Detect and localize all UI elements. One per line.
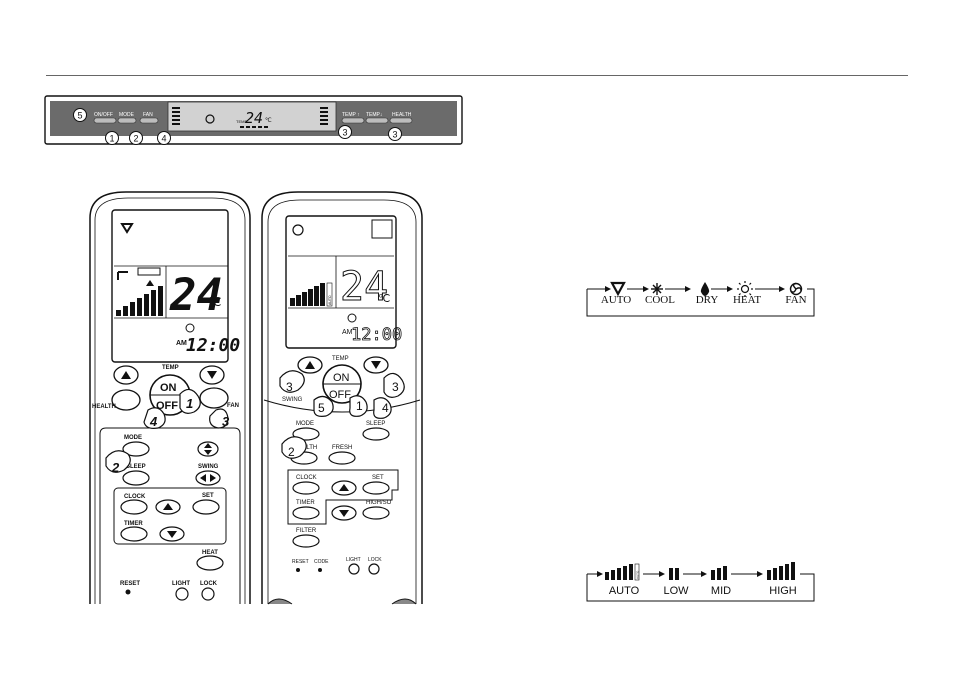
panel-label-health: HEALTH [392, 112, 412, 118]
right-btn-fresh-label: FRESH [332, 445, 352, 451]
right-btn-sleep-label: SLEEP [366, 421, 385, 427]
fan-label-auto: AUTO [608, 585, 640, 597]
right-btn-highso-label: HIGH/SO [366, 500, 392, 506]
left-btn-mode-label: MODE [124, 435, 142, 441]
left-btn-fan-label: FAN [227, 403, 239, 409]
right-btn-reset-label: RESET [292, 559, 309, 565]
mode-auto-icon [610, 281, 626, 297]
fan-label-high: HIGH [769, 585, 797, 597]
mode-dry-icon [700, 282, 710, 296]
left-btn-reset-label: RESET [120, 581, 140, 587]
left-btn-light-label: LIGHT [172, 581, 190, 587]
fan-sequence-diagram: AUTO [586, 562, 815, 602]
right-callout-3a: 3 [286, 380, 293, 394]
panel-label-onoff: ON/OFF [94, 112, 113, 118]
right-callout-2: 2 [288, 445, 295, 459]
indoor-panel: TEMP 24 ℃ ON/OFF MODE FAN TEMP ↑ TEMP↓ H… [44, 95, 463, 145]
fan-label-low: LOW [663, 585, 689, 597]
panel-temp-tag: TEMP [236, 119, 247, 124]
mode-heat-icon [737, 281, 753, 297]
left-callout-2: 2 [111, 460, 120, 475]
right-btn-mode-label: MODE [296, 421, 314, 427]
left-display-clock: 12:00 [186, 335, 240, 356]
mode-sequence-diagram [586, 281, 815, 317]
panel-label-tempup: TEMP ↑ [342, 112, 360, 118]
left-btn-swing-label: SWING [198, 464, 219, 470]
left-btn-set-label: SET [202, 493, 214, 499]
right-display-clock: 12:00 [351, 325, 402, 345]
mode-label-auto: AUTO [600, 294, 632, 306]
panel-callout-2: 2 [133, 134, 138, 144]
panel-display: 24 [245, 109, 263, 127]
left-callout-1: 1 [186, 396, 193, 411]
panel-callout-1: 1 [109, 134, 114, 144]
mode-label-cool: COOL [645, 294, 675, 306]
left-btn-off: OFF [156, 400, 178, 412]
right-callout-3b: 3 [392, 380, 399, 394]
right-btn-set-label: SET [372, 475, 384, 481]
right-display-temp: 24 [340, 264, 388, 310]
panel-callout-5: 5 [77, 111, 82, 121]
remote-left: 24 ℃ AM 12:00 TEMP ON OFF HEALTH FAN MOD… [89, 191, 251, 604]
left-btn-on: ON [160, 382, 177, 394]
fan-auto-tag: AUTO [635, 570, 639, 579]
left-btn-heat-label: HEAT [202, 550, 218, 556]
left-display-am: AM [176, 340, 187, 347]
right-btn-lock-label: LOCK [368, 557, 382, 563]
mode-cool-icon [651, 283, 663, 295]
panel-label-fan: FAN [143, 112, 153, 118]
right-btn-timer-label: TIMER [296, 500, 315, 506]
mode-label-fan: FAN [785, 294, 807, 306]
right-display-unit: ℃ [378, 293, 390, 305]
left-callout-3: 3 [222, 414, 230, 429]
left-btn-lock-label: LOCK [200, 581, 218, 587]
fan-label-mid: MID [710, 585, 732, 597]
right-btn-clock-label: CLOCK [296, 475, 317, 481]
left-display-unit: ℃ [208, 295, 221, 309]
left-display-temp: 24 [169, 270, 223, 321]
right-callout-4: 4 [382, 401, 389, 415]
right-btn-code-label: CODE [314, 559, 329, 565]
right-btn-filter-label: FILTER [296, 528, 317, 534]
panel-label-tempdown: TEMP↓ [366, 112, 382, 118]
header-rule [46, 75, 908, 76]
left-btn-sleep-label: SLEEP [126, 464, 146, 470]
right-callout-5: 5 [318, 401, 325, 415]
right-display-auto-tag: AUTO [328, 295, 332, 305]
remote-right: AUTO 24 ℃ AM 12:00 TEMP ON OFF SWING MOD… [261, 191, 423, 605]
mode-label-dry: DRY [695, 294, 719, 306]
left-btn-clock-label: CLOCK [124, 494, 146, 500]
right-btn-swing-label: SWING [282, 397, 303, 403]
right-btn-off: OFF [329, 389, 351, 401]
panel-callout-3b: 3 [392, 130, 397, 140]
panel-label-mode: MODE [119, 112, 135, 118]
right-btn-light-label: LIGHT [346, 557, 361, 563]
right-btn-temp-label: TEMP [332, 356, 349, 362]
panel-callout-4: 4 [161, 134, 166, 144]
left-callout-4: 4 [149, 414, 158, 429]
mode-fan-icon [789, 282, 803, 296]
panel-callout-3a: 3 [342, 128, 347, 138]
right-btn-on: ON [333, 372, 350, 384]
right-callout-1: 1 [356, 399, 363, 413]
panel-unit: ℃ [265, 118, 272, 124]
left-btn-timer-label: TIMER [124, 521, 143, 527]
left-btn-health-label: HEALTH [92, 404, 116, 410]
right-display-am: AM [342, 329, 353, 336]
mode-label-heat: HEAT [732, 294, 762, 306]
left-btn-temp-label: TEMP [162, 365, 179, 371]
